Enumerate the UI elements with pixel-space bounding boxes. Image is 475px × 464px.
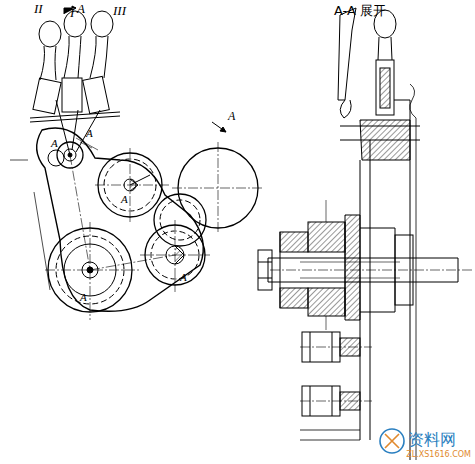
watermark: 资料网 — [408, 432, 456, 448]
lever-position: III — [113, 4, 126, 17]
point-letter: A — [180, 272, 187, 283]
point-letter: A — [121, 194, 128, 205]
section-letter: A — [228, 110, 235, 122]
centre-lines — [45, 142, 262, 320]
point-letter: A — [86, 128, 93, 139]
watermark: ZL.XS1616.COM — [406, 451, 471, 459]
point-letter: A — [51, 138, 58, 149]
point-letter: A — [80, 292, 87, 303]
section-letter: A — [77, 2, 85, 15]
gears — [48, 148, 258, 312]
lever-position: II — [34, 2, 43, 15]
section-title: A-A 展开 — [334, 4, 386, 17]
lever-position: I — [70, 6, 74, 19]
watermark-logo — [380, 429, 404, 453]
section-view — [258, 8, 472, 460]
gear-plate — [37, 128, 204, 311]
